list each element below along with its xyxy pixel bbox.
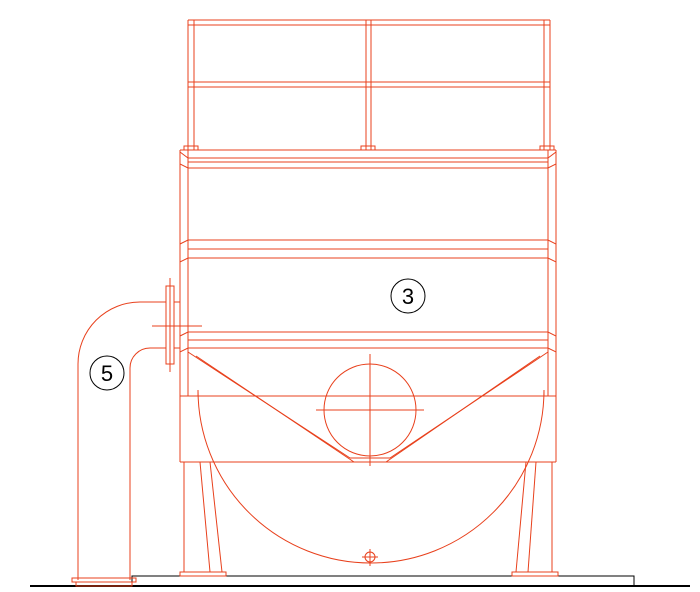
- side-flange: [152, 278, 202, 372]
- callout-tank-label: 3: [402, 284, 414, 309]
- outlet-pipe: [71, 301, 166, 587]
- callout-tank: 3: [390, 278, 426, 314]
- hopper-bottom: [179, 351, 557, 463]
- drum: [197, 389, 545, 564]
- callout-pipe: 5: [89, 355, 125, 391]
- support-legs: [179, 461, 559, 577]
- ground-base: [30, 575, 690, 587]
- drain-nozzle: [362, 549, 378, 566]
- top-railing: [183, 19, 555, 151]
- callout-pipe-label: 5: [101, 361, 113, 386]
- tank-body: [179, 149, 557, 397]
- manhole: [316, 354, 424, 466]
